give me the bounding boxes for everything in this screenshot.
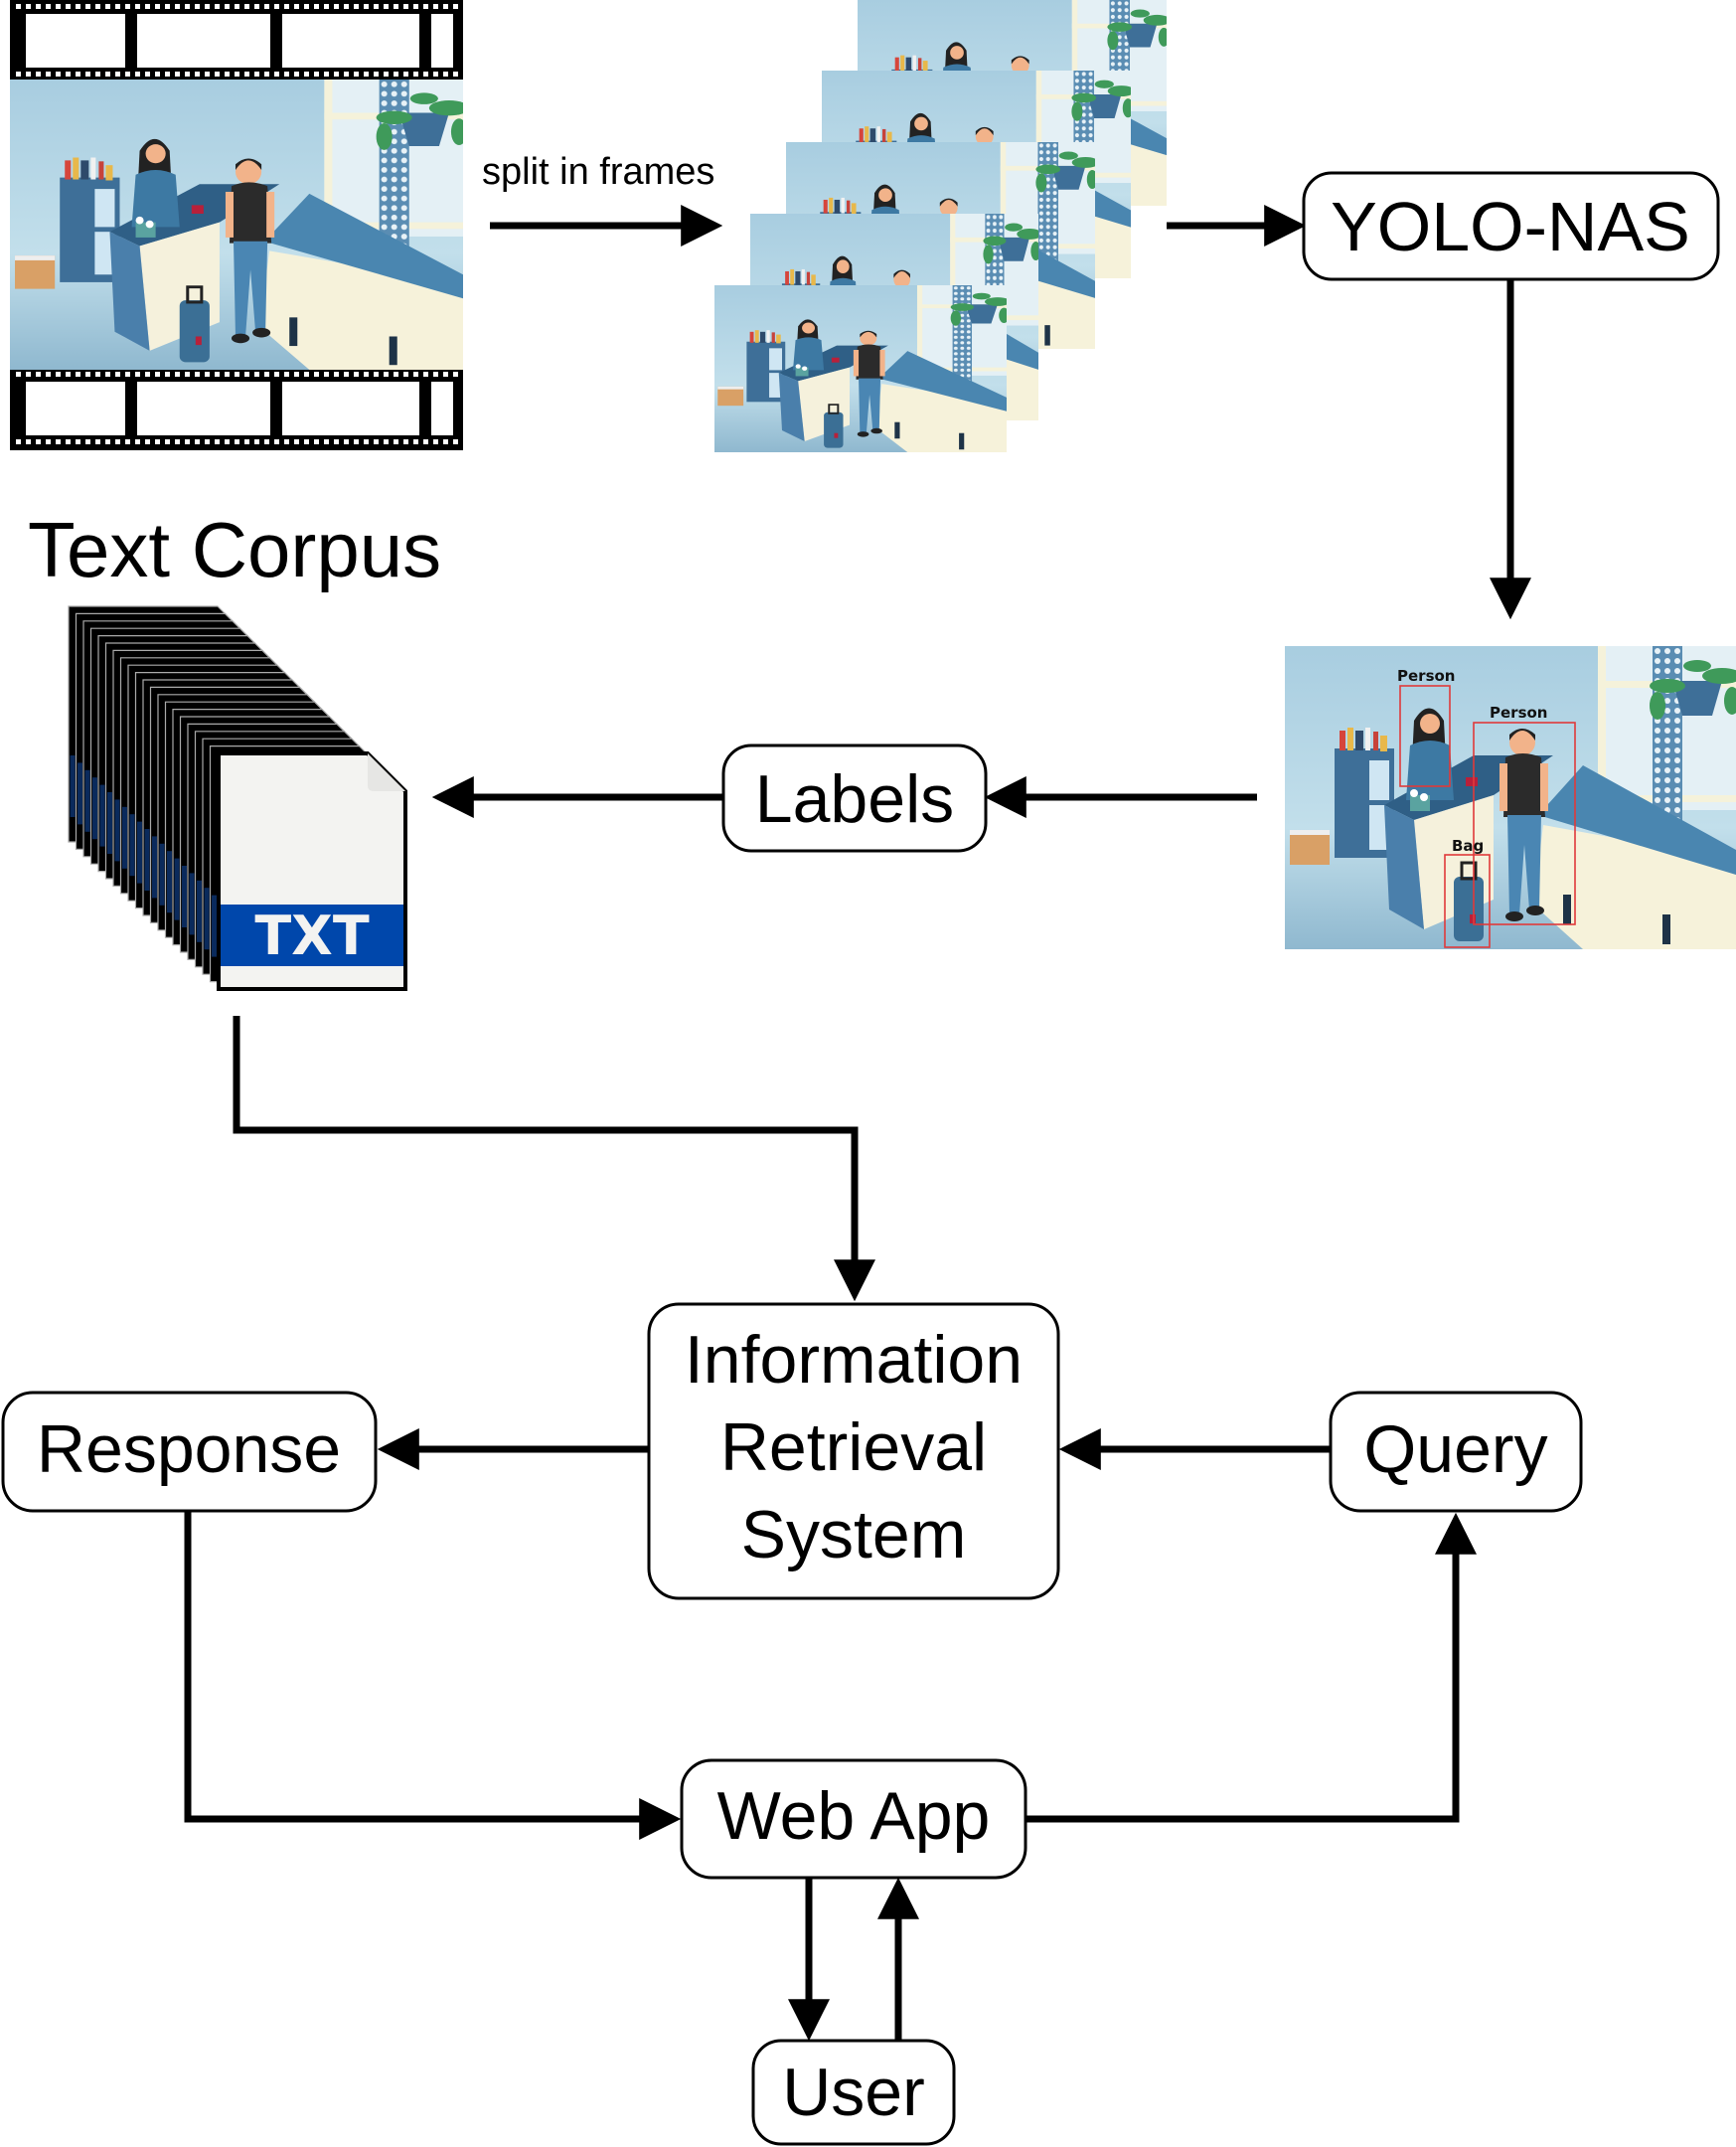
web-app-label: Web App — [717, 1778, 991, 1854]
user-label: User — [782, 2055, 925, 2130]
detection-label: Bag — [1452, 837, 1484, 855]
labels-node: Labels — [721, 743, 988, 853]
txt-file-icon: TXT — [217, 751, 407, 991]
arrow-corpus-to-irs — [233, 1016, 875, 1302]
response-node: Response — [1, 1391, 378, 1513]
detection-box-bag — [1444, 854, 1491, 948]
split-in-frames-label: split in frames — [482, 151, 714, 193]
text-corpus-title: Text Corpus — [28, 506, 441, 593]
irs-label-line: Retrieval — [720, 1409, 987, 1485]
yolo-nas-label: YOLO-NAS — [1331, 188, 1690, 265]
detection-box-person — [1399, 685, 1451, 787]
detection-label: Person — [1397, 667, 1455, 685]
detection-label: Person — [1490, 704, 1547, 722]
irs-label-line: Information — [685, 1322, 1023, 1398]
response-label: Response — [37, 1411, 341, 1487]
detection-box-person — [1473, 722, 1576, 925]
yolo-nas-node: YOLO-NAS — [1302, 171, 1720, 281]
arrow-webapp-to-query — [1026, 1512, 1477, 1823]
information-retrieval-system-node: Information Retrieval System — [647, 1302, 1060, 1600]
video-film-strip-icon — [10, 0, 463, 450]
user-node: User — [751, 2039, 956, 2146]
labels-label: Labels — [755, 761, 954, 837]
detection-result-image: Person Person Bag — [1285, 646, 1736, 949]
video-scene-image — [10, 80, 463, 370]
query-label: Query — [1363, 1411, 1547, 1487]
query-node: Query — [1329, 1391, 1583, 1513]
irs-label-line: System — [741, 1497, 967, 1572]
frame-stack-icon — [714, 0, 1167, 452]
web-app-node: Web App — [680, 1758, 1027, 1880]
arrow-response-to-webapp — [184, 1511, 682, 1840]
txt-badge: TXT — [254, 905, 369, 967]
